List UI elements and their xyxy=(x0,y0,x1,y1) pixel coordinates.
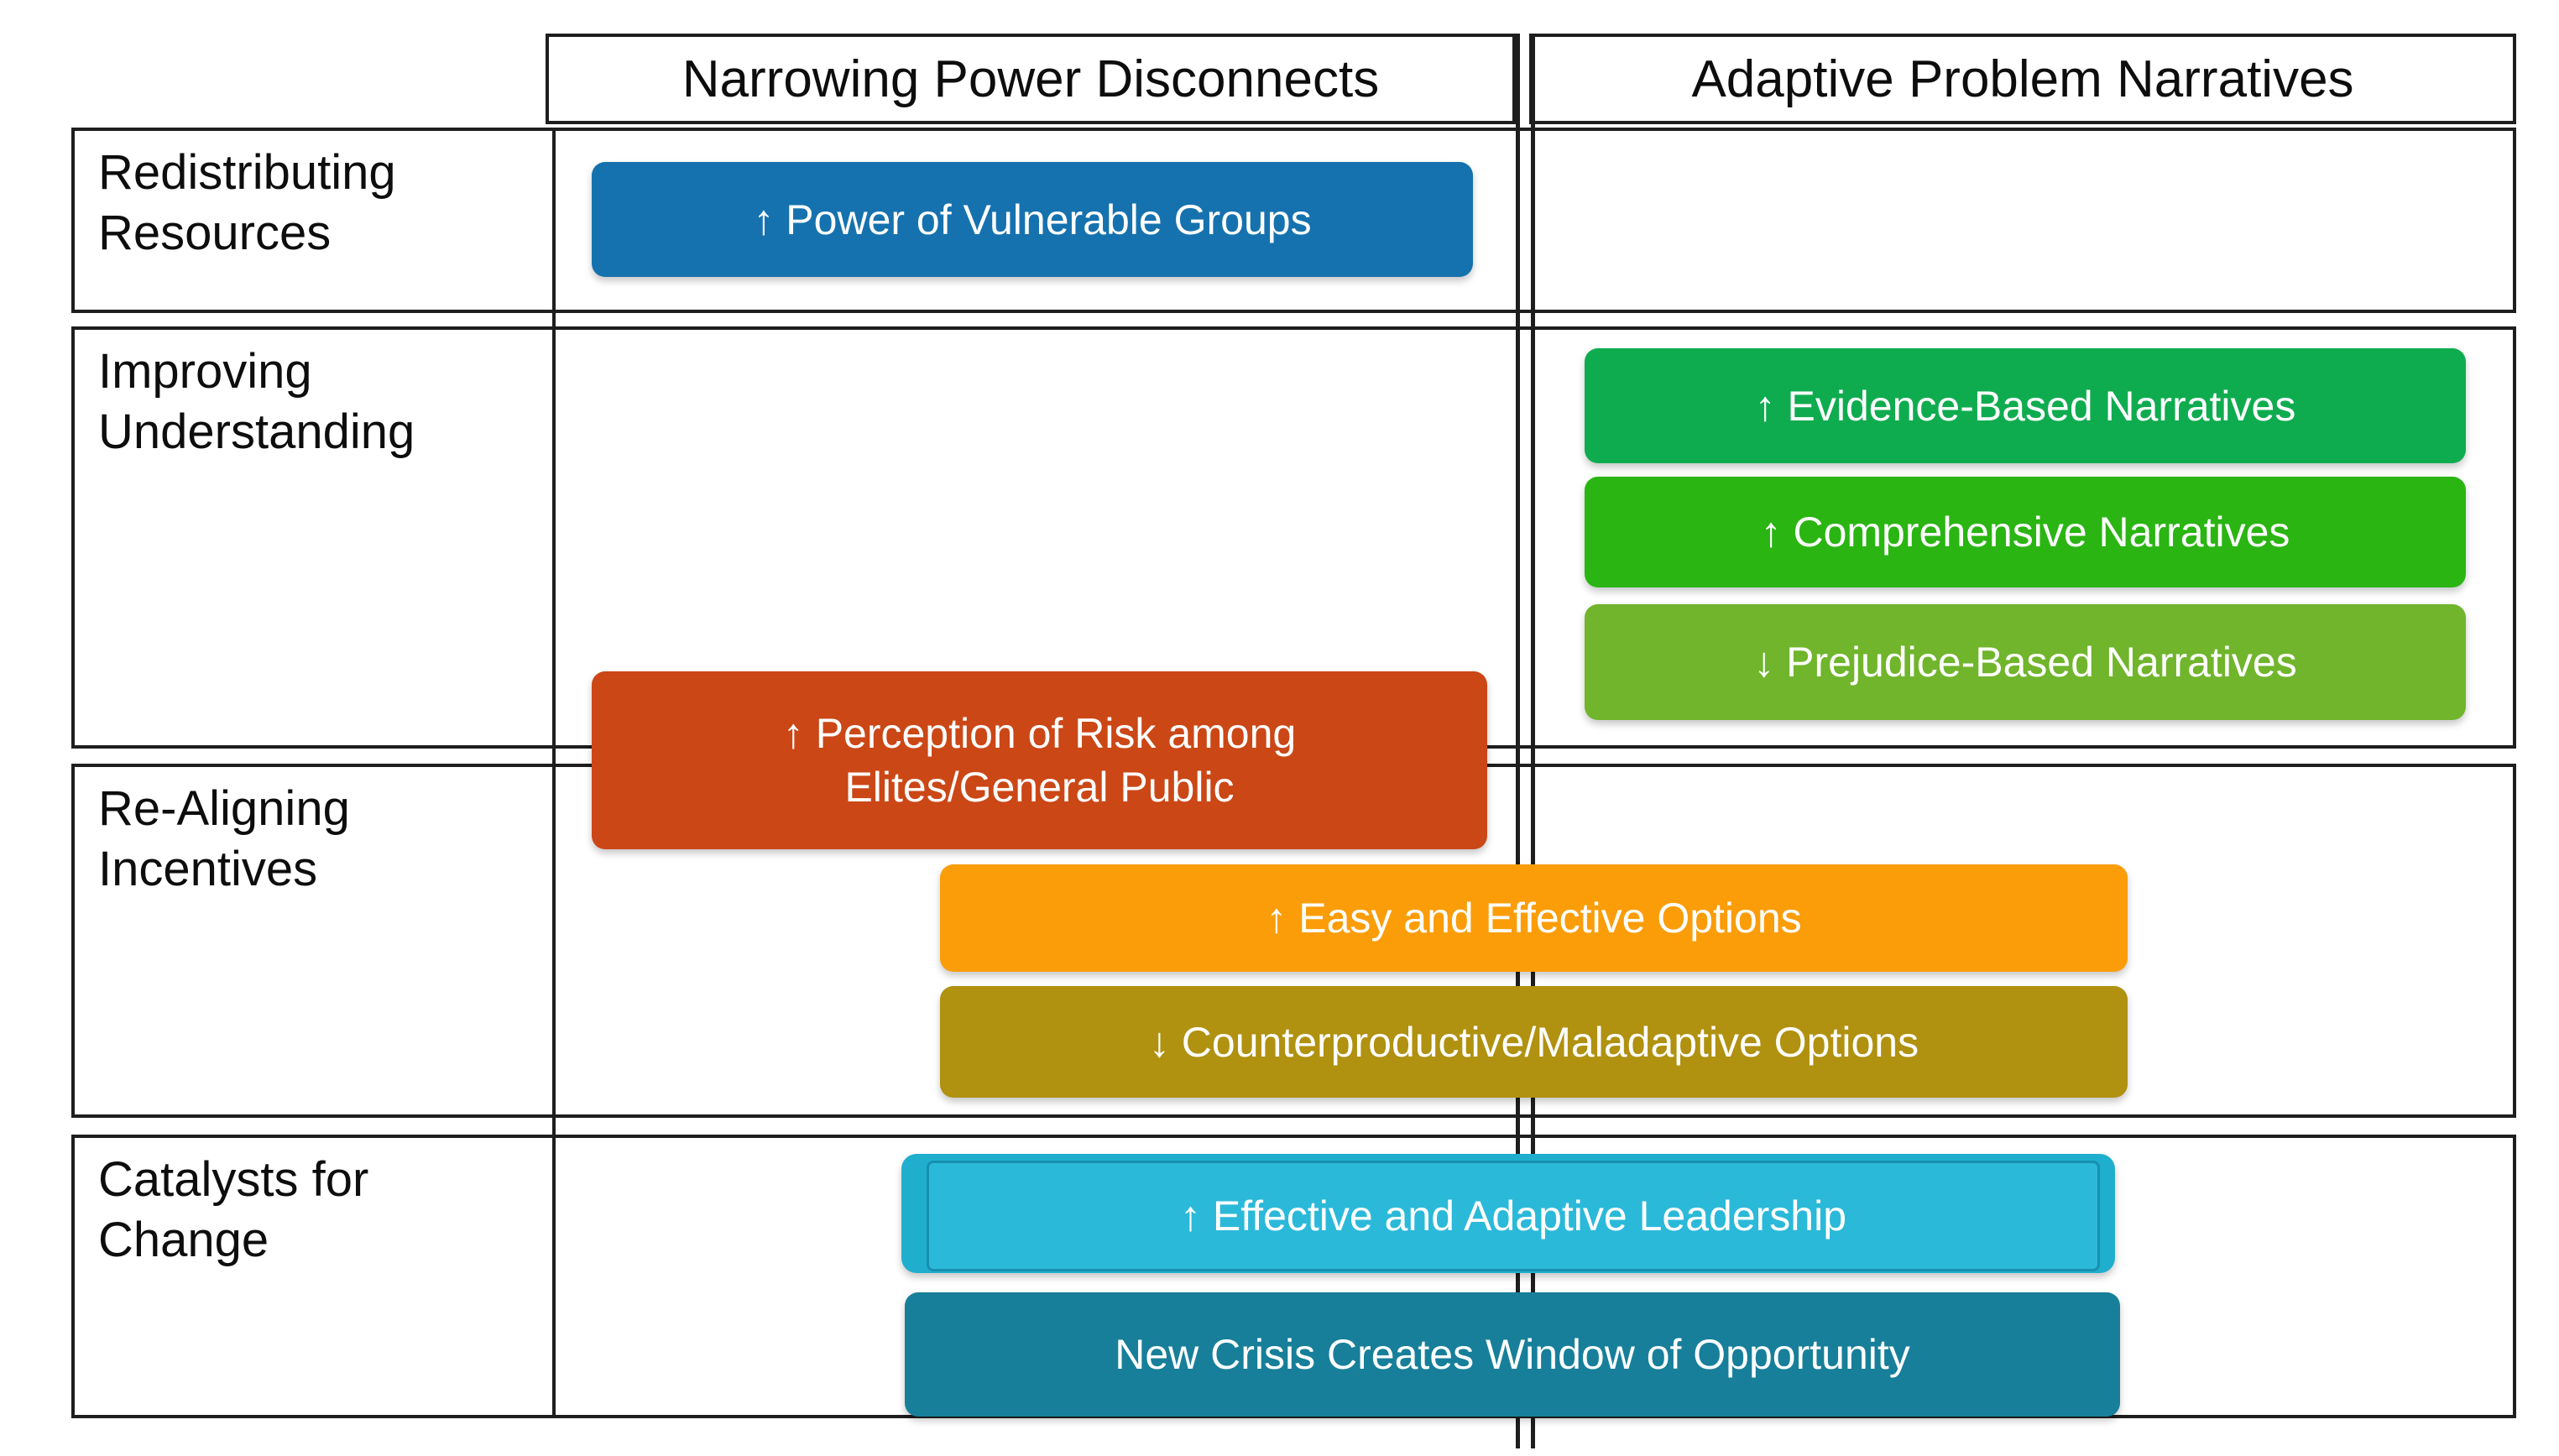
box-new-crisis-window-of-opportunity: New Crisis Creates Window of Opportunity xyxy=(905,1292,2120,1417)
box-label: ↑ Evidence-Based Narratives xyxy=(1754,382,2296,430)
box-label: ↑ Comprehensive Narratives xyxy=(1760,509,2290,556)
box-comprehensive-narratives: ↑ Comprehensive Narratives xyxy=(1585,477,2466,587)
row-header-label: Catalysts for Change xyxy=(98,1152,369,1267)
box-counterproductive-options: ↓ Counterproductive/Maladaptive Options xyxy=(940,986,2128,1098)
row-header-label: Redistributing Resources xyxy=(98,145,396,260)
box-power-of-vulnerable-groups: ↑ Power of Vulnerable Groups xyxy=(592,162,1473,277)
row-header-label: Improving Understanding xyxy=(98,344,415,459)
box-label: ↓ Prejudice-Based Narratives xyxy=(1753,639,2297,686)
column-header-label: Adaptive Problem Narratives xyxy=(1691,50,2354,108)
box-label: New Crisis Creates Window of Opportunity xyxy=(1115,1331,1910,1378)
box-prejudice-based-narratives: ↓ Prejudice-Based Narratives xyxy=(1585,604,2466,720)
box-label: ↑ Power of Vulnerable Groups xyxy=(753,196,1312,243)
box-evidence-based-narratives: ↑ Evidence-Based Narratives xyxy=(1585,348,2466,463)
box-label: ↑ Effective and Adaptive Leadership xyxy=(1179,1192,1847,1239)
row-label-divider-line xyxy=(552,128,556,1418)
box-effective-adaptive-leadership: ↑ Effective and Adaptive Leadership xyxy=(927,1161,2100,1271)
column-divider-line-left xyxy=(1516,34,1520,1448)
column-header-label: Narrowing Power Disconnects xyxy=(682,50,1380,108)
column-header-adaptive-problem-narratives: Adaptive Problem Narratives xyxy=(1529,34,2516,124)
box-label: ↑ Easy and Effective Options xyxy=(1266,895,1802,942)
row-header-label: Re-Aligning Incentives xyxy=(98,781,350,896)
box-label: ↓ Counterproductive/Maladaptive Options xyxy=(1148,1018,1919,1066)
box-perception-of-risk: ↑ Perception of Risk among Elites/Genera… xyxy=(592,671,1487,849)
box-label: ↑ Perception of Risk among Elites/Genera… xyxy=(782,710,1297,811)
column-header-narrowing-power-disconnects: Narrowing Power Disconnects xyxy=(546,34,1516,124)
box-easy-and-effective-options: ↑ Easy and Effective Options xyxy=(940,864,2128,972)
column-divider-line-right xyxy=(1531,34,1535,1448)
row-redistributing-resources: Redistributing Resources xyxy=(71,128,2516,313)
